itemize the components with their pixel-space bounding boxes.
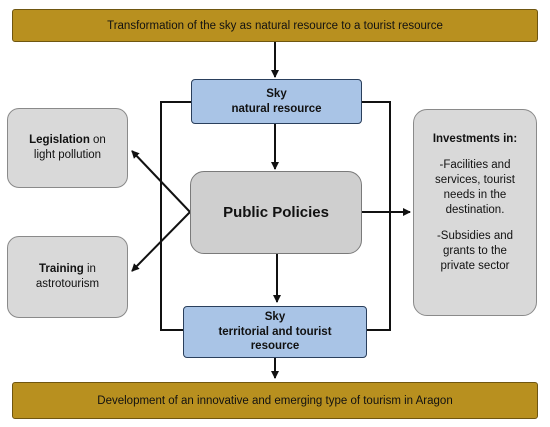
- investments-box: Investments in: -Facilities and services…: [413, 109, 537, 316]
- inv-p1-l3: needs in the: [443, 188, 507, 201]
- arrow-to-training: [131, 211, 191, 272]
- training-box: Training in astrotourism: [7, 236, 128, 318]
- inv-p2-l3: private sector: [440, 259, 510, 272]
- legislation-line2: light pollution: [33, 149, 102, 161]
- public-policies-text: Public Policies: [223, 204, 329, 221]
- legislation-rest: on: [89, 134, 106, 147]
- inv-p2-l1: -Subsidies and: [436, 229, 514, 242]
- top-banner: Transformation of the sky as natural res…: [12, 9, 538, 42]
- arrow-to-legislation: [131, 150, 191, 213]
- sky-territorial-line3: resource: [250, 340, 300, 353]
- legislation-bold: Legislation: [29, 134, 90, 147]
- sky-territorial-line1: Sky: [264, 311, 286, 324]
- sky-territorial-line2: territorial and tourist: [218, 325, 332, 338]
- inv-p1-l2: services, tourist: [435, 173, 515, 186]
- bottom-banner-text: Development of an innovative and emergin…: [97, 394, 453, 407]
- investments-paragraph-1: -Facilities and services, tourist needs …: [435, 158, 515, 218]
- sky-natural-resource-box: Sky natural resource: [191, 79, 362, 124]
- training-bold: Training: [39, 263, 84, 276]
- frame-left: [160, 101, 191, 331]
- investments-title: Investments in:: [432, 133, 518, 145]
- frame-right: [362, 101, 391, 331]
- inv-p1-l1: -Facilities and: [439, 158, 511, 171]
- inv-p1-l4: destination.: [445, 203, 505, 216]
- training-line2: astrotourism: [35, 278, 100, 290]
- sky-territorial-resource-box: Sky territorial and tourist resource: [183, 306, 367, 358]
- public-policies-box: Public Policies: [190, 171, 362, 254]
- sky-natural-line2: natural resource: [231, 102, 322, 115]
- top-banner-text: Transformation of the sky as natural res…: [107, 19, 443, 32]
- bottom-banner: Development of an innovative and emergin…: [12, 382, 538, 419]
- sky-natural-line1: Sky: [266, 88, 287, 101]
- inv-p2-l2: grants to the: [443, 244, 507, 257]
- investments-paragraph-2: -Subsidies and grants to the private sec…: [437, 229, 513, 274]
- training-line1: Training in: [39, 262, 96, 277]
- legislation-line1: Legislation on: [29, 133, 106, 148]
- legislation-box: Legislation on light pollution: [7, 108, 128, 188]
- training-rest: in: [83, 263, 96, 276]
